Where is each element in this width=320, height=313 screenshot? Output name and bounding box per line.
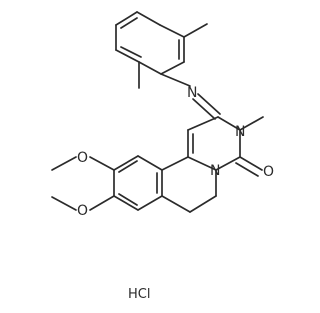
bond xyxy=(239,116,264,131)
bond xyxy=(192,98,216,120)
bond xyxy=(51,156,77,171)
methoxy-oxygen-lower-label: O xyxy=(77,203,88,219)
molecule-structure: N N N O O O HCl xyxy=(51,11,274,302)
atom-labels: N N N O O O HCl xyxy=(77,85,274,302)
carbonyl-oxygen-label: O xyxy=(263,164,274,180)
bond xyxy=(159,24,185,38)
hydrochloride-label: HCl xyxy=(128,287,150,302)
bond xyxy=(217,116,241,131)
structure-diagram: N N N O O O HCl xyxy=(51,11,274,302)
bond xyxy=(235,162,259,177)
bond xyxy=(118,160,138,173)
bond xyxy=(120,46,142,58)
bond xyxy=(113,155,139,171)
bond xyxy=(197,93,221,115)
bond xyxy=(115,49,140,63)
bond xyxy=(239,156,263,171)
bond xyxy=(137,155,163,171)
bond xyxy=(161,156,189,171)
bond xyxy=(120,17,138,29)
ring-nitrogen-bottom-label: N xyxy=(210,163,220,179)
methoxy-oxygen-upper-label: O xyxy=(77,150,88,166)
bonds xyxy=(51,11,264,213)
ring-nitrogen-top-label: N xyxy=(235,124,245,140)
bond xyxy=(183,23,208,38)
bond xyxy=(161,195,191,213)
bond xyxy=(89,195,115,211)
bond xyxy=(51,196,77,211)
bond xyxy=(118,193,138,206)
bond xyxy=(160,73,191,87)
bond xyxy=(137,195,163,211)
bond xyxy=(187,156,217,171)
bond xyxy=(215,156,241,171)
bond xyxy=(189,195,217,213)
bond xyxy=(115,11,138,26)
bond xyxy=(113,195,139,211)
bond xyxy=(89,156,115,171)
bond xyxy=(187,116,219,131)
bond xyxy=(138,61,162,75)
bond xyxy=(136,11,161,26)
bond xyxy=(160,61,185,75)
imine-nitrogen-label: N xyxy=(187,85,197,101)
